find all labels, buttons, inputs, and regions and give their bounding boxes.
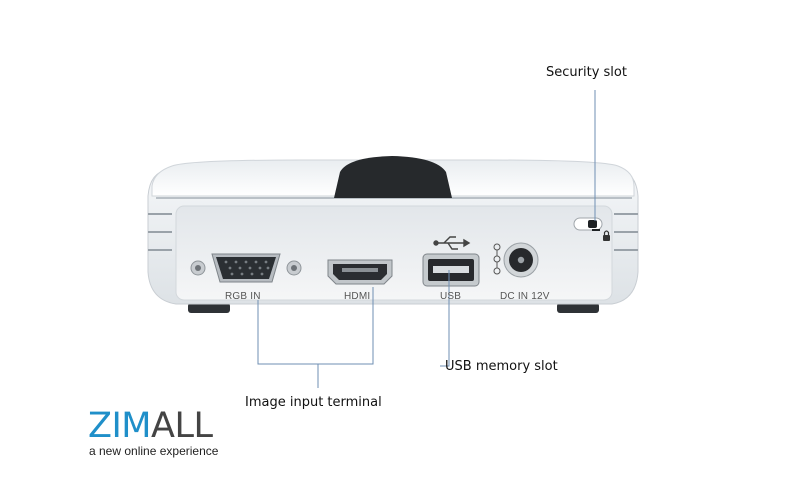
logo-wordmark-zim: ZIM <box>88 406 152 446</box>
device-foot-right <box>557 303 599 313</box>
usb-port <box>422 253 480 287</box>
lock-icon <box>603 230 610 241</box>
usb-symbol-icon <box>433 236 471 250</box>
usb-label: USB <box>440 291 462 302</box>
image-input-terminal-callout: Image input terminal <box>245 395 382 410</box>
security-slot-callout: Security slot <box>546 65 627 80</box>
side-grooves-left <box>148 213 172 251</box>
hdmi-port <box>327 259 393 285</box>
zimall-logo: ZIMALL a new online experience <box>88 408 218 458</box>
logo-wordmark: ZIMALL <box>88 408 218 444</box>
polarity-icon <box>493 243 501 275</box>
side-grooves-right <box>614 213 638 251</box>
usb-leader <box>440 270 450 367</box>
logo-tagline: a new online experience <box>89 444 219 458</box>
usb-memory-slot-callout: USB memory slot <box>445 359 558 374</box>
top-vent <box>334 156 452 198</box>
image-input-bracket <box>257 287 374 388</box>
security-slot <box>573 217 603 231</box>
device-foot-left <box>188 303 230 313</box>
hdmi-label: HDMI <box>344 291 371 302</box>
rear-panel <box>175 205 613 301</box>
rgb-in-port <box>190 253 302 283</box>
rgb-in-label: RGB IN <box>225 291 261 302</box>
dc-in-label: DC IN 12V <box>500 291 550 302</box>
dc-in-port <box>503 242 539 278</box>
logo-wordmark-all: ALL <box>151 406 213 446</box>
